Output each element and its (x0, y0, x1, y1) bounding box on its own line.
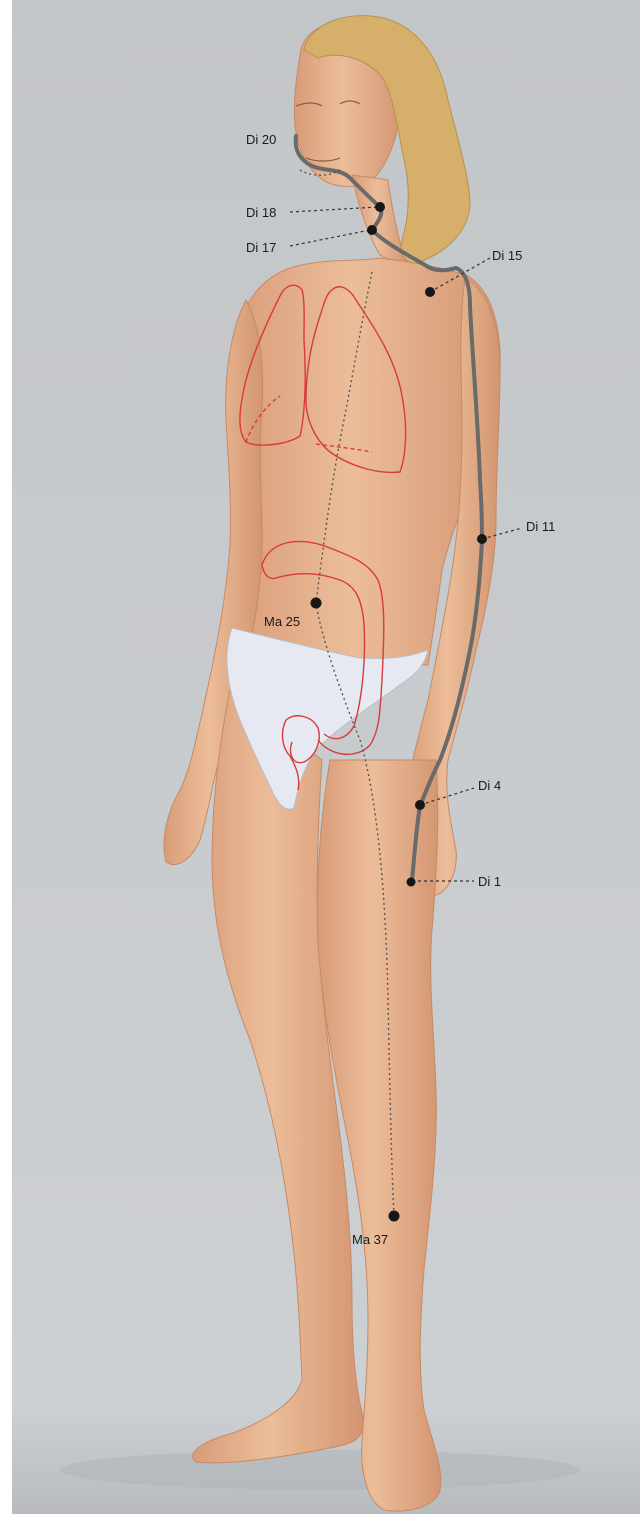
point-ma37 (389, 1211, 400, 1222)
label-di1: Di 1 (478, 874, 501, 889)
point-di17 (367, 225, 377, 235)
point-di11 (477, 534, 487, 544)
point-di1 (407, 878, 416, 887)
label-di15: Di 15 (492, 248, 522, 263)
point-di4 (415, 800, 425, 810)
label-ma25: Ma 25 (264, 614, 300, 629)
label-di11: Di 11 (526, 519, 555, 534)
label-di18: Di 18 (246, 205, 276, 220)
floor-shadow (60, 1450, 580, 1490)
label-di17: Di 17 (246, 240, 276, 255)
label-di4: Di 4 (478, 778, 501, 793)
label-di20: Di 20 (246, 132, 276, 147)
label-ma37: Ma 37 (352, 1232, 388, 1247)
point-ma25 (311, 598, 322, 609)
point-di18 (375, 202, 385, 212)
point-di15 (425, 287, 435, 297)
